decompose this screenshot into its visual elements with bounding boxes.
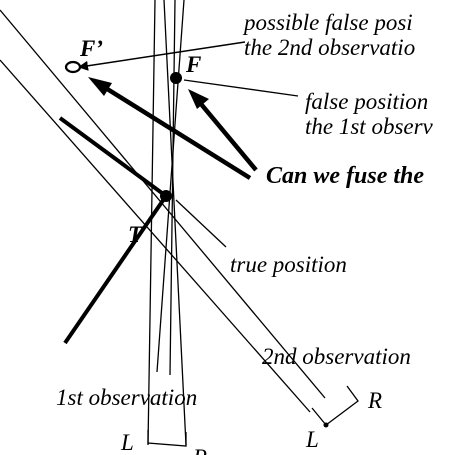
- pointer-possible-false-position: [78, 41, 246, 71]
- label-possible-false-line1: possible false posi: [242, 10, 413, 35]
- obs1-bearing-right: [163, 0, 187, 446]
- arrow-to-f-head: [188, 89, 209, 109]
- arrow-to-f-prime: [94, 80, 252, 180]
- point-l-right: [323, 422, 329, 428]
- heavy-line-upper: [58, 116, 168, 198]
- obs1-baseline: [147, 430, 187, 447]
- label-f-prime: F’: [79, 36, 103, 61]
- label-f: F: [185, 52, 201, 77]
- label-r-right: R: [367, 388, 382, 413]
- arrow-to-f-prime-head: [88, 77, 112, 96]
- heavy-line-lower: [63, 194, 168, 345]
- obs2-bearing-lower: [0, 59, 311, 413]
- label-l-bottom: L: [120, 430, 134, 455]
- obs1-bearing-left: [147, 0, 156, 446]
- arrow-to-f: [194, 96, 258, 172]
- pointer-true-position: [175, 199, 227, 248]
- label-true-position: true position: [230, 252, 347, 277]
- label-possible-false-line2: the 2nd observatio: [244, 35, 415, 60]
- point-f: [170, 72, 182, 84]
- obs1-bearing-mid-left: [156, 0, 185, 373]
- label-question: Can we fuse the: [266, 163, 424, 189]
- label-false-position-line1: false position: [305, 89, 428, 114]
- obs2-baseline: [311, 385, 359, 426]
- label-second-observation: 2nd observation: [262, 344, 411, 369]
- label-l-right: L: [305, 427, 319, 452]
- label-false-position-line2: the 1st observ: [305, 114, 434, 139]
- label-first-observation: 1st observation: [56, 385, 197, 410]
- point-t: [160, 190, 172, 202]
- point-f-prime: [64, 60, 82, 74]
- label-t: T: [128, 222, 143, 247]
- label-r-bottom: R: [192, 445, 207, 455]
- obs1-bearing-mid-right: [169, 0, 176, 376]
- pointer-false-position: [183, 79, 299, 97]
